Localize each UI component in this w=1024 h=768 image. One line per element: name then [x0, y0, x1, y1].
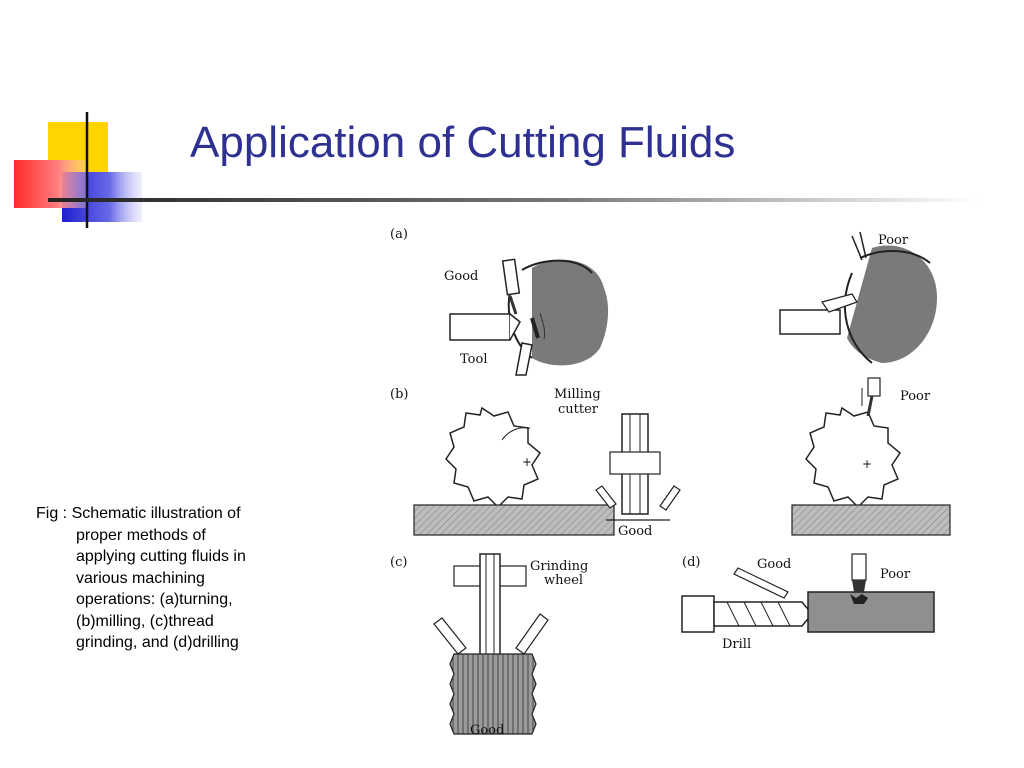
panel-a-turning: (a) Good Tool Poor — [390, 227, 937, 376]
caption-line: grinding, and (d)drilling — [76, 634, 239, 651]
svg-text:+: + — [862, 457, 872, 471]
drilling-good-label: Good — [757, 557, 791, 572]
milling-cutter-right: + — [805, 377, 901, 509]
caption-line: applying cutting fluids in — [76, 548, 246, 565]
turning-good-illustration — [449, 258, 609, 376]
drilling-illustration — [681, 553, 935, 633]
title-underline — [48, 198, 978, 202]
panel-d-tag: (d) — [682, 555, 700, 570]
turning-good-label: Good — [444, 269, 478, 284]
grinding-good-label: Good — [470, 723, 504, 738]
grinding-wheel-label-1: Grinding — [530, 559, 588, 574]
panel-b-tag: (b) — [390, 387, 408, 402]
caption-line: operations: (a)turning, — [76, 591, 233, 608]
milling-cutter-left: + — [445, 406, 541, 509]
milling-cutter-label-2: cutter — [558, 402, 599, 417]
slide-title: Application of Cutting Fluids — [190, 118, 736, 167]
panel-c-tag: (c) — [390, 555, 407, 570]
panel-d-drilling: (d) Good Poor Drill — [681, 553, 935, 652]
caption-line: proper methods of — [76, 526, 206, 544]
cutting-fluid-schematic: (a) Good Tool Poor (b) — [390, 227, 951, 738]
milling-cutter-label-1: Milling — [554, 387, 601, 402]
grinding-illustration — [433, 553, 549, 735]
turning-poor-illustration — [779, 231, 937, 364]
corner-decoration — [14, 112, 142, 228]
milling-cutter-edge-view — [595, 413, 681, 521]
drill-label: Drill — [722, 637, 751, 652]
figure-caption: Fig : Schematic illustration of proper m… — [36, 503, 286, 654]
panel-b-milling: (b) Milling cutter + Good + — [390, 377, 951, 539]
svg-text:+: + — [522, 455, 532, 469]
milling-good-label: Good — [618, 524, 652, 539]
milling-poor-label: Poor — [900, 389, 931, 404]
caption-line: various machining — [76, 569, 205, 587]
drilling-poor-label: Poor — [880, 567, 911, 582]
panel-a-tag: (a) — [390, 227, 408, 242]
turning-poor-label: Poor — [878, 233, 909, 248]
turning-tool-label: Tool — [460, 352, 487, 367]
caption-line: Fig : Schematic illustration of — [36, 505, 241, 522]
caption-line: (b)milling, (c)thread — [76, 612, 214, 630]
panel-c-thread-grinding: (c) Grinding wheel Good — [390, 553, 588, 738]
grinding-wheel-label-2: wheel — [544, 573, 583, 588]
